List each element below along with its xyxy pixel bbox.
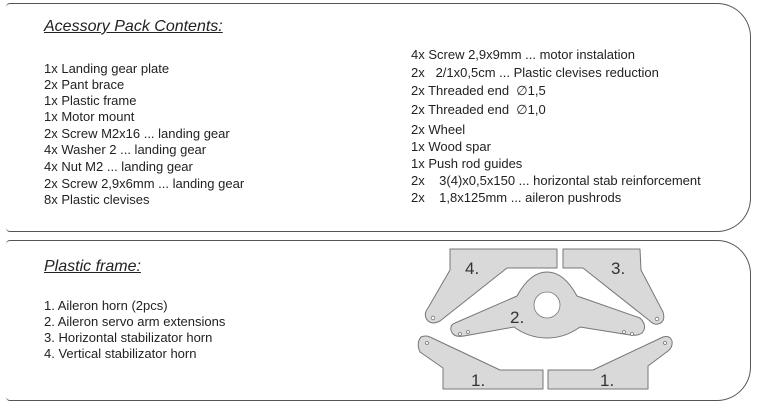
list-item: 2x Threaded end ∅1,5: [411, 83, 546, 98]
servo-hub-hole-icon: [533, 291, 561, 319]
list-item: 2x Wheel: [411, 122, 466, 137]
list-item: 1. Aileron horn (2pcs): [44, 298, 168, 313]
list-item: 2x Pant brace: [44, 77, 125, 92]
list-item: 2. Aileron servo arm extensions: [44, 314, 226, 329]
list-item: 2x 1,8x125mm ... aileron pushrods: [411, 190, 622, 205]
list-item: 1x Push rod guides: [411, 156, 523, 171]
part-aileron-horn-right: [547, 336, 673, 390]
part-label-1-left: 1.: [471, 371, 485, 390]
list-item: 4x Screw 2,9x9mm ... motor instalation: [411, 47, 635, 62]
part-label-3: 3.: [611, 259, 625, 278]
accessory-title: Acessory Pack Contents:: [44, 18, 223, 35]
list-item: 2x 2/1x0,5cm ... Plastic clevises reduct…: [411, 65, 659, 80]
part-label-4: 4.: [465, 259, 479, 278]
list-item: 3. Horizontal stabilizator horn: [44, 330, 213, 345]
list-item: 2x Screw 2,9x6mm ... landing gear: [44, 176, 245, 191]
list-item: 4x Nut M2 ... landing gear: [44, 159, 193, 174]
list-item: 2x 3(4)x0,5x150 ... horizontal stab rein…: [411, 173, 701, 188]
list-item: 1x Wood spar: [411, 139, 491, 154]
part-vertical-stab-horn: [424, 248, 558, 324]
list-item: 8x Plastic clevises: [44, 192, 150, 207]
list-item: 1x Plastic frame: [44, 93, 137, 108]
list-item: 1x Landing gear plate: [44, 61, 170, 76]
list-item: 1x Motor mount: [44, 109, 135, 124]
accessory-pack-panel: [6, 3, 751, 232]
list-item: 2x Threaded end ∅1,0: [411, 102, 546, 117]
list-item: 4. Vertical stabilizator horn: [44, 346, 197, 361]
list-item: 4x Washer 2 ... landing gear: [44, 142, 207, 157]
list-item: 2x Screw M2x16 ... landing gear: [44, 126, 230, 141]
part-label-1-right: 1.: [600, 371, 614, 390]
plastic-frame-title: Plastic frame:: [44, 258, 141, 275]
part-aileron-horn-left: [417, 335, 544, 390]
part-horizontal-stab-horn: [562, 248, 665, 325]
part-label-2: 2.: [510, 308, 524, 327]
